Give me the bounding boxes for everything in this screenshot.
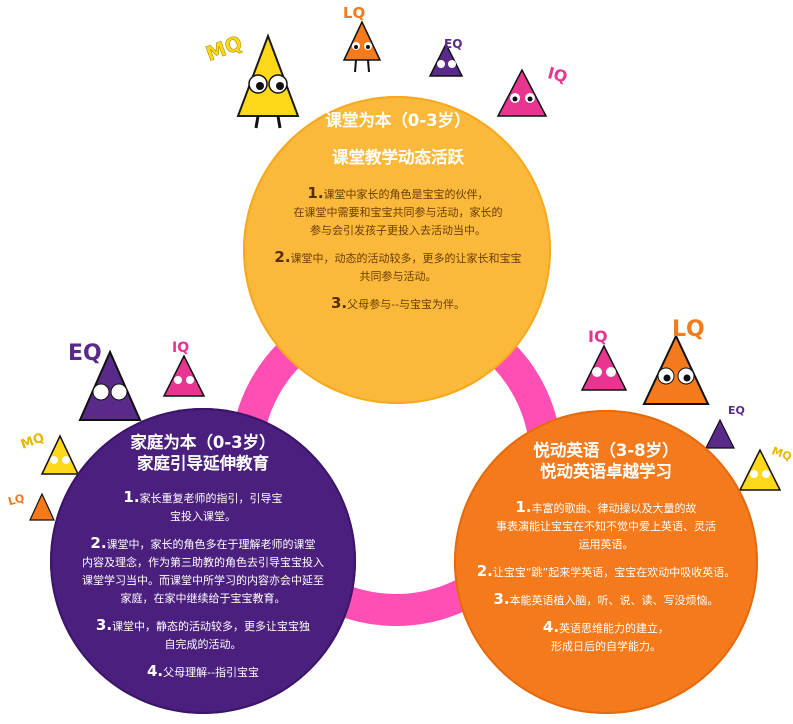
svg-text:IQ: IQ [546, 63, 570, 86]
eq-character-right: EQ [705, 404, 745, 449]
left-title-line-2: 家庭引导延伸教育 [137, 454, 269, 473]
top-title-line-2: 课堂教学动态活跃 [332, 148, 464, 167]
svg-text:EQ: EQ [728, 404, 745, 417]
svg-text:EQ: EQ [444, 37, 462, 51]
mq-character-right: MQ [738, 444, 793, 491]
svg-text:MQ: MQ [19, 431, 47, 453]
left-title-line-1: 家庭为本（0-3岁） [130, 433, 276, 452]
top-title-line-1: 课堂为本（0-3岁） [325, 111, 471, 130]
iq-character-left: IQ [162, 340, 206, 397]
right-item-2: 2.让宝宝“跳”起来学英语，宝宝在欢动中吸收英语。 [476, 562, 736, 580]
right-title-line-2: 悦动英语卓越学习 [540, 462, 672, 481]
left-item-4: 4.父母理解--指引宝宝 [146, 662, 260, 680]
eq-character-top: EQ [428, 37, 464, 77]
svg-text:MQ: MQ [770, 444, 793, 463]
top-circle [243, 96, 551, 404]
svg-text:IQ: IQ [172, 340, 189, 356]
svg-text:LQ: LQ [7, 492, 26, 509]
left-circle-content: 家庭为本（0-3岁） 家庭引导延伸教育 1.家长重复老师的指引，引导宝 宝投入课… [68, 432, 338, 690]
right-title-line-1: 悦动英语（3-8岁） [533, 441, 679, 460]
lq-character-left: LQ [7, 492, 55, 521]
lq-character-top: LQ [342, 4, 382, 73]
top-circle-content: 课堂为本（0-3岁） 课堂教学动态活跃 1.课堂中家长的角色是宝宝的伙伴， 在课… [268, 110, 528, 322]
iq-character-top: IQ [496, 63, 570, 117]
left-circle [50, 408, 356, 714]
svg-text:EQ: EQ [68, 341, 102, 366]
svg-text:LQ: LQ [343, 4, 365, 22]
left-item-3: 3.课堂中，静态的活动较多，更多让宝宝独 自完成的活动。 [95, 616, 311, 651]
right-item-4: 4.英语思维能力的建立， 形成日后的自学能力。 [542, 618, 670, 653]
left-item-1: 1.家长重复老师的指引，引导宝 宝投入课堂。 [123, 488, 283, 523]
svg-text:IQ: IQ [588, 327, 608, 346]
right-item-3: 3.本能英语植入脑，听、说、读、写没烦恼。 [493, 590, 719, 608]
iq-character-right: IQ [580, 327, 628, 391]
top-item-1: 1.课堂中家长的角色是宝宝的伙伴， 在课堂中需要和宝宝共同参与活动，家长的 参与… [293, 184, 503, 237]
right-circle [454, 410, 758, 714]
top-item-2: 2.课堂中，动态的活动较多，更多的让家长和宝宝 共同参与活动。 [274, 248, 522, 283]
eq-character-left: EQ [68, 341, 142, 421]
right-circle-content: 悦动英语（3-8岁） 悦动英语卓越学习 1.丰富的歌曲、律动操以及大量的故 事表… [470, 440, 742, 664]
top-item-3: 3.父母参与--与宝宝为伴。 [330, 294, 466, 312]
left-item-2: 2.课堂中，家长的角色多在于理解老师的课堂 内容及理念，作为第三助教的角色去引导… [82, 534, 324, 605]
right-item-1: 1.丰富的歌曲、律动操以及大量的故 事表演能让宝宝在不知不觉中爱上英语、灵活 运… [496, 498, 716, 551]
svg-text:LQ: LQ [672, 317, 705, 342]
svg-text:MQ: MQ [203, 31, 246, 66]
lq-character-right: LQ [642, 317, 710, 405]
